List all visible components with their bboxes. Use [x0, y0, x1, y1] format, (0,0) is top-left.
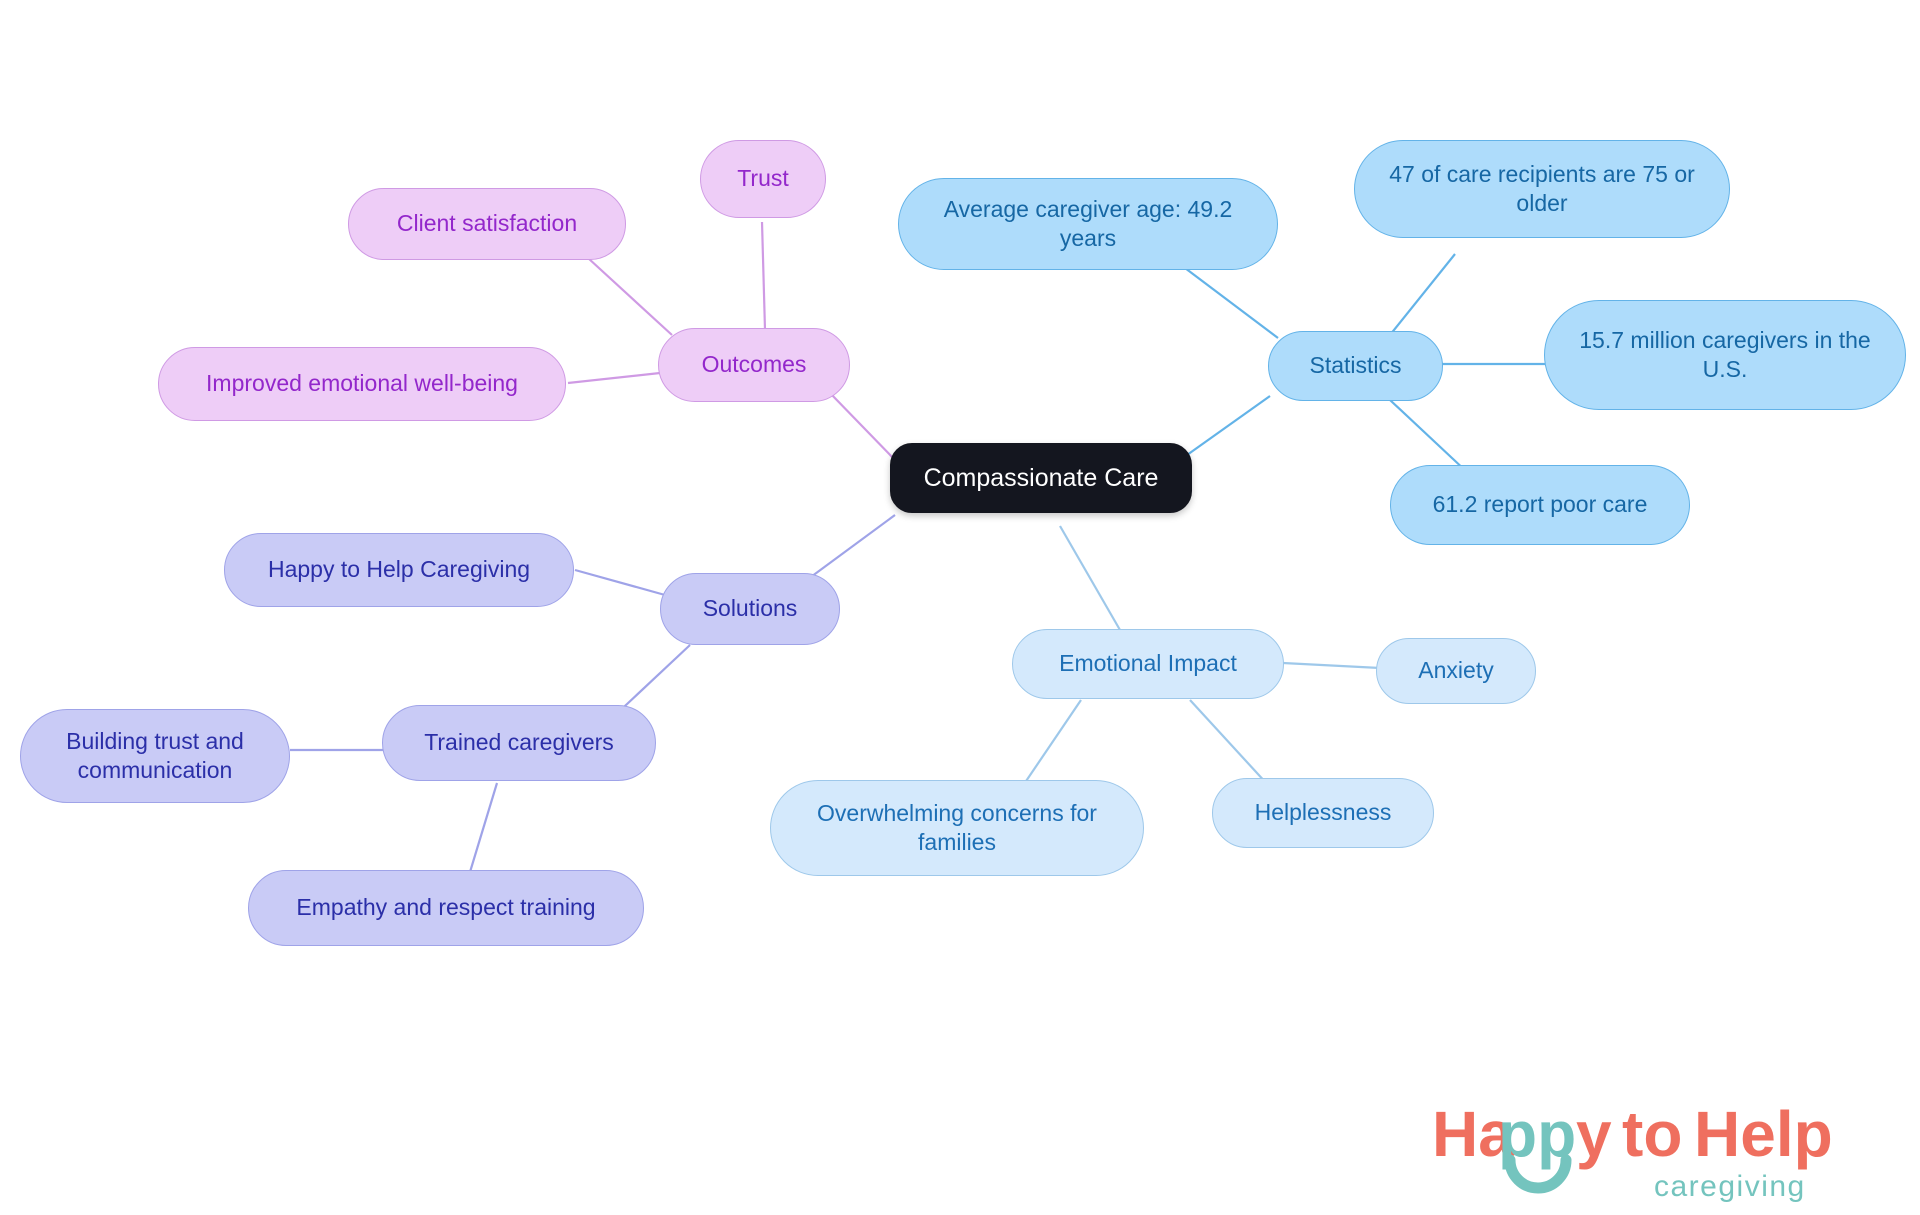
node-sol-trained-caregivers-label: Trained caregivers [424, 729, 614, 756]
node-emo-anxiety-label: Anxiety [1418, 657, 1494, 684]
logo-word-help: Help [1694, 1098, 1833, 1170]
edge-emotional-helplessness [1189, 699, 1269, 786]
node-emo-overwhelming-concerns[interactable]: Overwhelming concerns for families [770, 780, 1144, 876]
node-root[interactable]: Compassionate Care [890, 443, 1192, 513]
node-statistics[interactable]: Statistics [1268, 331, 1443, 401]
node-out-client-satisfaction-label: Client satisfaction [396, 210, 578, 237]
node-out-trust-label: Trust [737, 165, 789, 192]
node-statistics-label: Statistics [1309, 352, 1402, 379]
node-stat-average-age[interactable]: Average caregiver age: 49.2 years [898, 178, 1278, 270]
logo-word-to: to [1622, 1098, 1682, 1170]
node-emo-helplessness-label: Helplessness [1254, 799, 1392, 826]
edge-root-statistics [1179, 395, 1271, 461]
node-stat-75-or-older[interactable]: 47 of care recipients are 75 or older [1354, 140, 1730, 238]
node-emotional-impact[interactable]: Emotional Impact [1012, 629, 1284, 699]
node-solutions[interactable]: Solutions [660, 573, 840, 645]
node-out-trust[interactable]: Trust [700, 140, 826, 218]
edge-trained-empathy [468, 782, 499, 873]
logo-word-happy-ha: Ha [1432, 1098, 1514, 1170]
edge-solutions-hth [574, 568, 666, 597]
edge-outcomes-trust [760, 221, 767, 331]
node-sol-trained-caregivers[interactable]: Trained caregivers [382, 705, 656, 781]
edge-emotional-overwhelming [1019, 699, 1082, 791]
node-emo-helplessness[interactable]: Helplessness [1212, 778, 1434, 848]
edge-statistics-poorcare [1389, 399, 1469, 474]
node-out-improved-wellbeing[interactable]: Improved emotional well-being [158, 347, 566, 421]
node-root-label: Compassionate Care [923, 464, 1159, 492]
edge-outcomes-clientsat [587, 257, 673, 336]
node-emotional-impact-label: Emotional Impact [1059, 650, 1237, 677]
logo-smile-icon [1504, 1154, 1572, 1194]
edge-statistics-age [1184, 267, 1279, 339]
node-stat-poor-care-label: 61.2 report poor care [1432, 491, 1648, 518]
node-sol-empathy-training-label: Empathy and respect training [296, 894, 596, 921]
logo-word-happy-y: y [1576, 1098, 1612, 1170]
node-solutions-label: Solutions [702, 595, 798, 622]
node-sol-happy-to-help-label: Happy to Help Caregiving [267, 556, 531, 583]
edge-root-outcomes [829, 392, 896, 461]
node-stat-average-age-label: Average caregiver age: 49.2 years [943, 195, 1233, 251]
node-emo-overwhelming-concerns-label: Overwhelming concerns for families [817, 799, 1097, 855]
node-sol-building-trust-label: Building trust and communication [66, 727, 244, 783]
node-outcomes-label: Outcomes [701, 351, 807, 378]
node-out-improved-wellbeing-label: Improved emotional well-being [206, 370, 518, 397]
node-sol-building-trust[interactable]: Building trust and communication [20, 709, 290, 803]
node-sol-happy-to-help[interactable]: Happy to Help Caregiving [224, 533, 574, 607]
node-sol-empathy-training[interactable]: Empathy and respect training [248, 870, 644, 946]
edge-statistics-75older [1389, 253, 1456, 336]
node-stat-15-7-million[interactable]: 15.7 million caregivers in the U.S. [1544, 300, 1906, 410]
node-stat-poor-care[interactable]: 61.2 report poor care [1390, 465, 1690, 545]
node-out-client-satisfaction[interactable]: Client satisfaction [348, 188, 626, 260]
node-outcomes[interactable]: Outcomes [658, 328, 850, 402]
happy-to-help-logo: Ha pp y to Help caregiving [1432, 1098, 1833, 1202]
node-stat-75-or-older-label: 47 of care recipients are 75 or older [1389, 160, 1695, 216]
edge-emotional-anxiety [1282, 661, 1381, 670]
edge-outcomes-wellbeing [567, 371, 661, 385]
node-stat-15-7-million-label: 15.7 million caregivers in the U.S. [1579, 326, 1871, 382]
logo-tagline: caregiving [1654, 1170, 1806, 1202]
node-emo-anxiety[interactable]: Anxiety [1376, 638, 1536, 704]
edge-root-emotional [1059, 525, 1121, 631]
